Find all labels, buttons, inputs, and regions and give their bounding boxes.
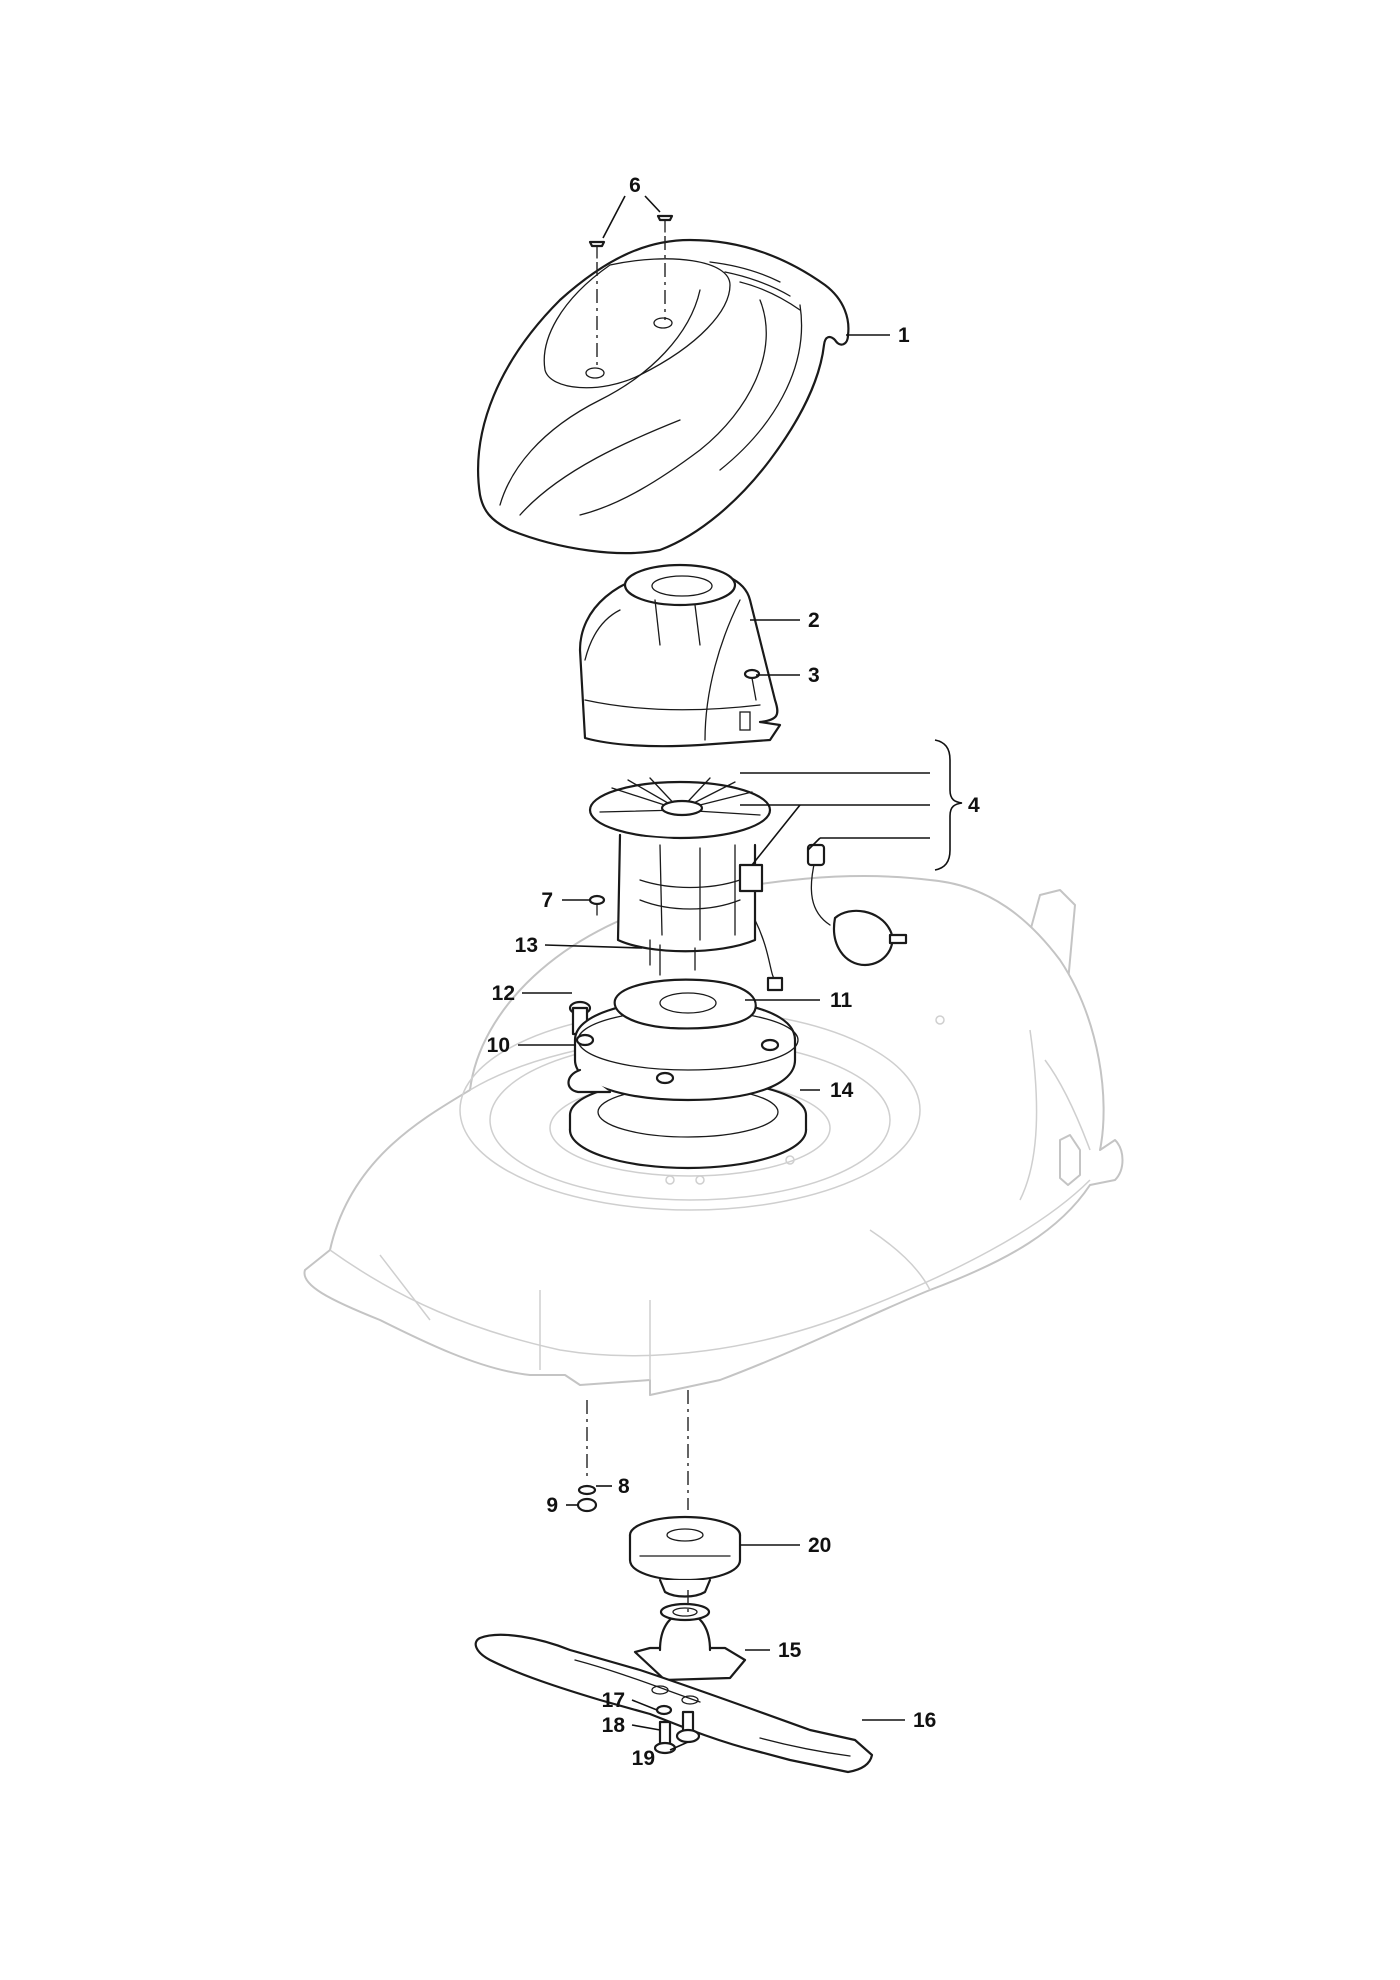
callout-9: 9	[546, 1494, 558, 1517]
callout-labels: 6 1 2 3 4 7 13 12 11 10 14 8 9 20 15 16 …	[487, 174, 980, 1770]
nut-washer	[576, 1484, 598, 1513]
cover-screws	[588, 214, 674, 370]
callout-16: 16	[913, 1709, 936, 1732]
callout-1: 1	[898, 324, 910, 347]
ring-assembly	[567, 978, 808, 1170]
callout-7: 7	[541, 889, 553, 912]
callout-13: 13	[515, 934, 538, 957]
callout-4: 4	[968, 794, 980, 817]
callout-2: 2	[808, 609, 820, 632]
motor-screw	[588, 894, 606, 916]
blade-hardware	[653, 1704, 701, 1755]
housing-screw	[743, 668, 761, 701]
callout-12: 12	[492, 982, 515, 1005]
blade-adapter	[633, 1602, 747, 1682]
motor-housing	[578, 563, 782, 748]
callout-17: 17	[602, 1689, 625, 1712]
leader-lines	[518, 195, 963, 1751]
callout-14: 14	[830, 1079, 854, 1102]
blade-hub	[628, 1515, 742, 1598]
callout-18: 18	[602, 1714, 626, 1737]
callout-15: 15	[778, 1639, 802, 1662]
callout-11: 11	[830, 989, 853, 1012]
blade	[474, 1633, 874, 1774]
callout-8: 8	[618, 1475, 630, 1498]
callout-3: 3	[808, 664, 820, 687]
callout-20: 20	[808, 1534, 831, 1557]
motor-assembly	[588, 777, 908, 992]
callout-6: 6	[629, 174, 641, 197]
top-cover	[477, 238, 850, 555]
callout-19: 19	[632, 1747, 655, 1770]
callout-10: 10	[487, 1034, 510, 1057]
